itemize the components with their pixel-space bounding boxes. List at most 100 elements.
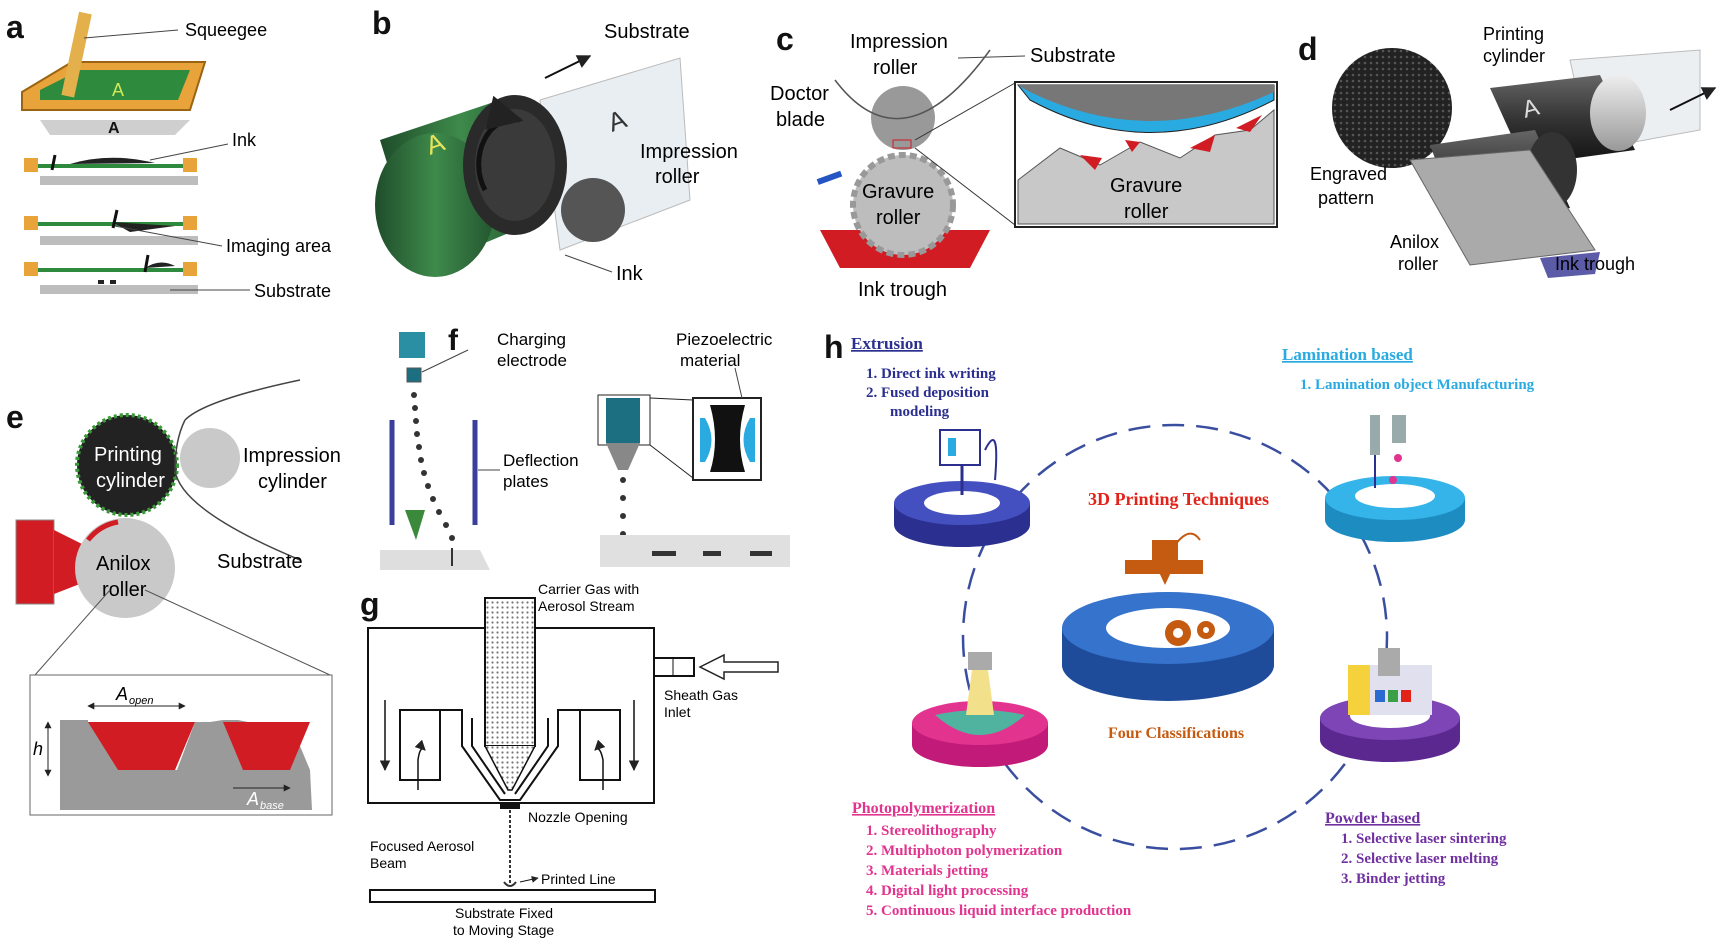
panel-letter-h: h (824, 329, 844, 365)
extrusion-title: Extrusion (851, 334, 923, 353)
gravure-label-1: Gravure (862, 181, 934, 203)
printing-label-e2: cylinder (96, 470, 165, 492)
panel-c: c Impression roller Substrate Doctor bla… (770, 21, 1278, 301)
screen-frame: A A (21, 61, 207, 137)
panel-letter-f: f (448, 324, 459, 357)
photo-item-1: 1. Stereolithography (866, 823, 997, 839)
a-base-label: A (246, 789, 259, 809)
imaging-area-label: Imaging area (226, 236, 332, 256)
center-block: 3D Printing Techniques Four Classificati… (1062, 489, 1274, 742)
feed-arrow-b (544, 55, 592, 79)
green-cylinder: A (375, 95, 567, 277)
substrate-label-a: Substrate (254, 281, 331, 301)
powder-item-1: 1. Selective laser sintering (1341, 831, 1507, 847)
deflection-label-1: Deflection (503, 451, 579, 470)
droplet-stream-cif (411, 392, 455, 541)
extrusion-item-1: 1. Direct ink writing (866, 366, 996, 382)
powder-item-2: 2. Selective laser melting (1341, 851, 1499, 867)
panel-f: f Charging electrode Deflection plates P… (380, 324, 790, 570)
powder-item-3: 3. Binder jetting (1341, 871, 1446, 887)
h-label: h (33, 739, 43, 759)
panel-letter-d: d (1298, 31, 1318, 67)
lamination-item-1: 1. Lamination object Manufacturing (1300, 377, 1535, 393)
panel-d: d Engraved pattern Printing cylinder A A… (1298, 24, 1717, 278)
stencil-letter: A (112, 80, 124, 100)
moving-stage (369, 889, 656, 903)
gravure-zoom: Gravure roller (1014, 81, 1278, 228)
center-subtitle: Four Classifications (1108, 725, 1244, 742)
doctor-blade (816, 170, 843, 185)
extrusion-item-2: 2. Fused deposition (866, 385, 990, 401)
substrate-label-c: Substrate (1030, 45, 1116, 67)
screen-steps: Ink Imaging area Substrate (24, 130, 332, 301)
panel-h: h Extrusion 1. Direct ink writing 2. Fus… (824, 329, 1535, 919)
ink-label: Ink (232, 130, 257, 150)
photopolymerization-block: Photopolymerization 1. Stereolithography… (852, 652, 1132, 919)
zoom-gravure-label-1: Gravure (1110, 175, 1182, 197)
a-open-sub: open (129, 695, 153, 707)
deflection-label-2: plates (503, 472, 548, 491)
impression-label-b2: roller (655, 166, 700, 188)
gravure-label-2: roller (876, 207, 921, 229)
zoom-gravure-label-2: roller (1124, 201, 1169, 223)
engraved-label-1: Engraved (1310, 164, 1387, 184)
aerosol-stream (484, 597, 536, 747)
impression-label-e1: Impression (243, 445, 341, 467)
squeegee: Squeegee (61, 11, 267, 98)
nozzle-label: Nozzle Opening (528, 809, 628, 825)
anilox-label-e1: Anilox (96, 553, 150, 575)
photopolymerization-title: Photopolymerization (852, 800, 995, 817)
sheath-label-2: Inlet (664, 704, 691, 720)
substrate-label-e: Substrate (217, 551, 303, 573)
panel-letter-c: c (776, 21, 794, 57)
lamination-title: Lamination based (1282, 345, 1413, 364)
impression-roller-b (561, 178, 625, 242)
engraved-pattern (1332, 48, 1452, 168)
impression-label-c2: roller (873, 57, 918, 79)
extrusion-item-3: modeling (890, 404, 950, 420)
squeegee-label: Squeegee (185, 20, 267, 40)
impression-label-c1: Impression (850, 31, 948, 53)
ink-trough-label-d: Ink trough (1555, 254, 1635, 274)
gravure-roller (850, 152, 956, 258)
charging-label-1: Charging (497, 330, 566, 349)
powder-block: Powder based 1. Selective laser sinterin… (1320, 648, 1507, 887)
printing-label-d2: cylinder (1483, 46, 1545, 66)
photo-item-4: 4. Digital light processing (866, 883, 1029, 899)
panel-g: g Carrier Gas with Aerosol Stream Sheath… (360, 581, 779, 938)
photo-item-3: 3. Materials jetting (866, 863, 989, 879)
ink-trough-label-c: Ink trough (858, 279, 947, 301)
impression-label-b1: Impression (640, 141, 738, 163)
panel-letter-g: g (360, 586, 380, 622)
anilox-label-d2: roller (1398, 254, 1438, 274)
impression-cylinder-e (180, 428, 240, 488)
printhead-dod (606, 398, 640, 443)
anilox-cells-zoom: A open A base h (29, 674, 333, 816)
ink-label-b: Ink (616, 263, 644, 285)
anilox-label-d1: Anilox (1390, 232, 1439, 252)
printing-cylinder-e (75, 413, 179, 517)
piezo-label-1: Piezoelectric (676, 330, 773, 349)
panel-b: b A Substrate A Impression roller Ink (372, 5, 738, 285)
doctor-label-1: Doctor (770, 83, 829, 105)
sheath-arrow (698, 653, 779, 681)
sheath-label-1: Sheath Gas (664, 687, 738, 703)
engraved-label-2: pattern (1318, 188, 1374, 208)
substrate-label-g1: Substrate Fixed (455, 905, 553, 921)
cylinder-letter-d: A (1520, 94, 1542, 124)
panel-e: e Printing cylinder Impression cylinder … (6, 379, 341, 816)
powder-title: Powder based (1325, 810, 1420, 827)
substrate-label-g2: to Moving Stage (453, 922, 554, 938)
anilox-roller-e (75, 518, 175, 618)
extrusion-block: Extrusion 1. Direct ink writing 2. Fused… (851, 334, 1030, 547)
focused-label-2: Beam (370, 855, 407, 871)
printing-label-e1: Printing (94, 444, 162, 466)
piezo-label-2: material (680, 351, 740, 370)
photo-item-2: 2. Multiphoton polymerization (866, 843, 1063, 859)
carrier-label-2: Aerosol Stream (538, 598, 634, 614)
carrier-label-1: Carrier Gas with (538, 581, 639, 597)
panel-a: a A A Squeegee Ink Imaging area Substrat… (6, 9, 332, 301)
a-base-sub: base (260, 800, 284, 812)
photo-item-5: 5. Continuous liquid interface productio… (866, 903, 1132, 919)
gutter-nozzle (405, 510, 425, 540)
